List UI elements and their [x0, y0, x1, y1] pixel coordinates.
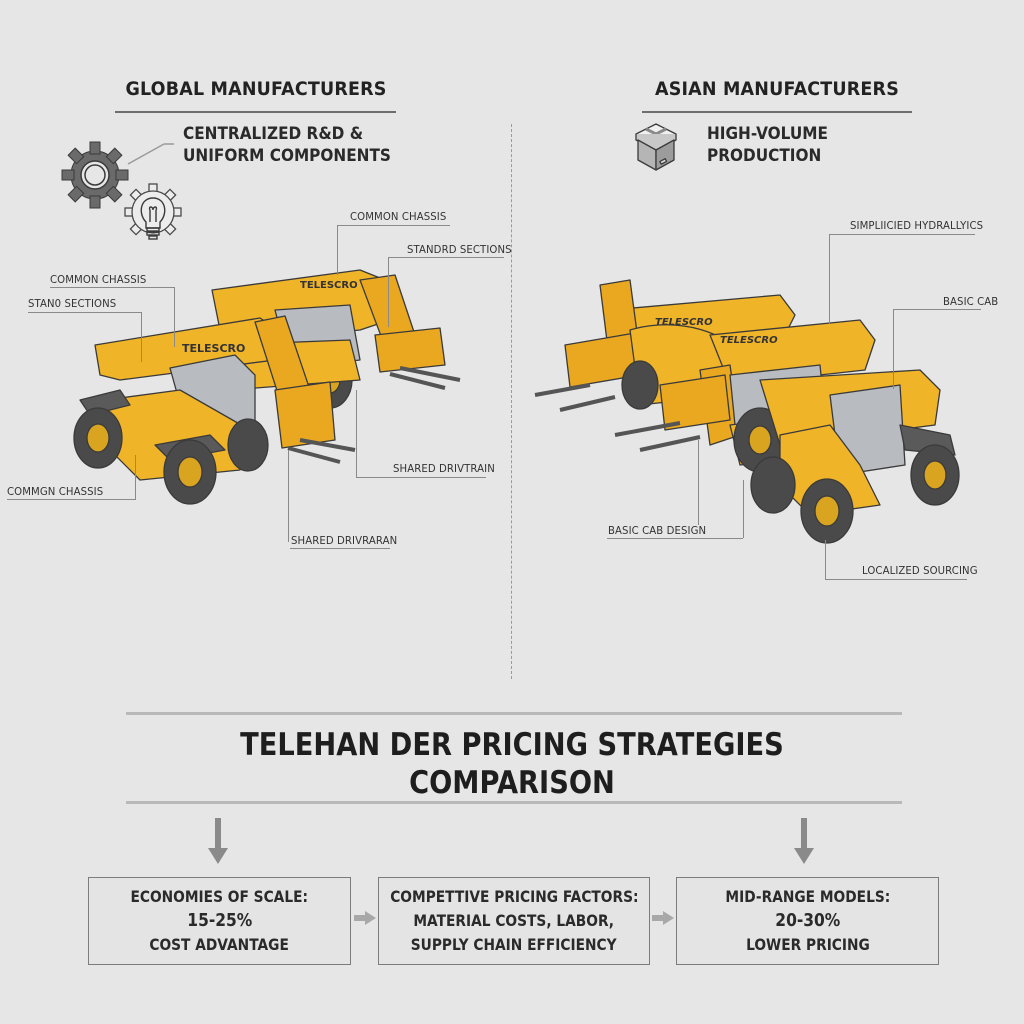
callout-standard-sections-top: STANDRD SECTIONS: [407, 243, 512, 256]
asian-manufacturers-title: ASIAN MANUFACTURERS: [655, 78, 899, 100]
box-value: 20-30%: [774, 910, 841, 931]
leader-line: [7, 499, 136, 500]
leader-line: [388, 257, 389, 327]
gear-icon: [60, 140, 130, 210]
callout-localized-sourcing: LOCALIZED SOURCING: [862, 564, 978, 577]
leader-line: [893, 309, 894, 389]
callout-standard-sections-left: STAN0 SECTIONS: [28, 297, 117, 310]
leader-line: [28, 312, 142, 313]
bottom-separator: [126, 801, 902, 804]
callout-common-chassis-bottom: COMMGN CHASSIS: [7, 485, 104, 498]
callout-basic-cab: BASIC CAB: [943, 295, 999, 308]
callout-basic-cab-design: BASIC CAB DESIGN: [608, 524, 707, 537]
subtitle-line-1: CENTRALIZED R&D &: [183, 124, 364, 144]
title-underline: [115, 111, 396, 113]
leader-line: [356, 390, 357, 477]
callout-common-chassis-top: COMMON CHASSIS: [350, 210, 447, 223]
title-line-1: TELEHAN DER PRICING STRATEGIES: [240, 727, 784, 763]
leader-line: [50, 287, 174, 288]
machine-label: TELESCRO: [182, 342, 245, 355]
box-heading: MID-RANGE MODELS:: [725, 887, 890, 906]
arrow-right-icon: [354, 911, 376, 925]
box-caption: SUPPLY CHAIN EFFICIENCY: [411, 935, 617, 954]
mid-range-models-box: MID-RANGE MODELS: 20-30% LOWER PRICING: [676, 877, 939, 965]
box-value: 15-25%: [186, 910, 253, 931]
leader-line: [825, 579, 967, 580]
comparison-title: TELEHAN DER PRICING STRATEGIES COMPARISO…: [61, 726, 962, 802]
leader-line: [135, 455, 136, 499]
leader-line: [829, 234, 975, 235]
centralized-rd-subtitle: CENTRALIZED R&D & UNIFORM COMPONENTS: [183, 123, 391, 167]
global-manufacturers-title: GLOBAL MANUFACTURERS: [125, 78, 387, 100]
high-volume-subtitle: HIGH-VOLUME PRODUCTION: [707, 123, 828, 167]
leader-line: [698, 440, 699, 525]
leader-line: [825, 540, 826, 579]
title-line-2: COMPARISON: [409, 765, 615, 801]
callout-shared-drivetrain-bottom: SHARED DRIVRARAN: [291, 534, 398, 547]
global-telehandlers-illustration: TELESCRO TELESCRO: [73, 269, 461, 505]
leader-line: [607, 538, 743, 539]
callout-simplified-hydraulics: SIMPLIICIED HYDRALLYICS: [850, 219, 984, 232]
leader-line: [893, 309, 981, 310]
leader-line: [141, 312, 142, 362]
leader-line: [337, 225, 450, 226]
box-caption: COST ADVANTAGE: [149, 935, 290, 954]
callout-common-chassis-left: COMMON CHASSIS: [50, 273, 147, 286]
leader-line: [290, 548, 390, 549]
leader-line: [743, 480, 744, 538]
arrow-down-icon: [794, 818, 814, 864]
connector-line: [127, 143, 174, 165]
arrow-down-icon: [208, 818, 228, 864]
subtitle-line-2: PRODUCTION: [707, 146, 822, 166]
title-underline: [642, 111, 912, 113]
leader-line: [829, 234, 830, 324]
asian-telehandlers-illustration: TELESCRO TELESCRO: [534, 279, 960, 544]
callout-shared-drivetrain-right: SHARED DRIVTRAIN: [393, 462, 495, 475]
box-value: MATERIAL COSTS, LABOR,: [413, 911, 615, 930]
subtitle-line-2: UNIFORM COMPONENTS: [183, 146, 391, 166]
competitive-pricing-factors-box: COMPETTIVE PRICING FACTORS: MATERIAL COS…: [378, 877, 650, 965]
box-heading: COMPETTIVE PRICING FACTORS:: [389, 887, 639, 906]
machine-label: TELESCRO: [720, 335, 778, 346]
machine-label: TELESCRO: [655, 317, 713, 328]
box-caption: LOWER PRICING: [745, 935, 870, 954]
box-icon: [632, 120, 680, 172]
economies-of-scale-box: ECONOMIES OF SCALE: 15-25% COST ADVANTAG…: [88, 877, 351, 965]
box-heading: ECONOMIES OF SCALE:: [130, 887, 309, 906]
top-separator: [126, 712, 902, 715]
machine-label: TELESCRO: [300, 280, 358, 291]
arrow-right-icon: [652, 911, 674, 925]
leader-line: [356, 477, 486, 478]
panel-divider: [511, 124, 512, 679]
subtitle-line-1: HIGH-VOLUME: [707, 124, 828, 144]
leader-line: [174, 287, 175, 347]
lightbulb-gear-icon: [122, 182, 184, 248]
leader-line: [337, 225, 338, 275]
leader-line: [388, 257, 504, 258]
leader-line: [288, 450, 289, 542]
